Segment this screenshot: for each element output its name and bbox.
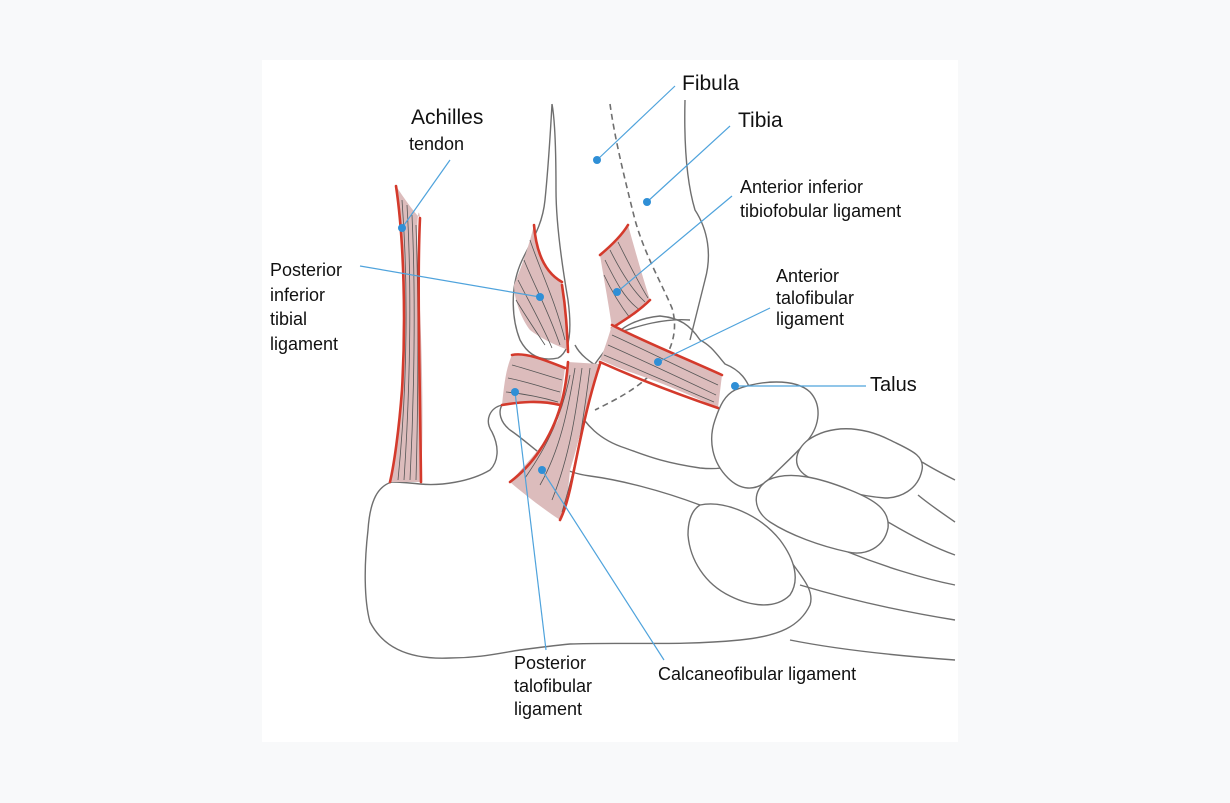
leader-atfl <box>657 307 771 363</box>
tibia-bone <box>684 99 710 341</box>
leader-aitf <box>616 195 733 293</box>
dot-achilles <box>398 224 406 232</box>
tibia-dashed-edge <box>594 103 676 411</box>
metatarsal-line-5 <box>799 584 956 621</box>
cuneiform-bone-2 <box>755 474 889 554</box>
dot-tibia <box>643 198 651 206</box>
leader-tibia <box>646 125 731 203</box>
leader-cfl <box>541 469 665 661</box>
label-tibia: Tibia <box>738 109 783 132</box>
leader-achilles <box>401 159 451 229</box>
label-anterior-talofibular-ligament: Anterior talofibular ligament <box>776 266 855 329</box>
label-achilles-line2: tendon <box>409 134 465 154</box>
label-posterior-talofibular-ligament: Posterior talofibular ligament <box>514 653 593 719</box>
leader-lines <box>359 85 866 661</box>
label-anterior-inferior-tibiofibular-ligament: Anterior inferior tibiofobular ligament <box>740 177 902 221</box>
calcaneofibular-ligament-shape <box>508 360 602 522</box>
metatarsal-line-4 <box>847 551 956 586</box>
label-talus: Talus <box>870 374 917 396</box>
achilles-tendon-shape <box>388 184 423 484</box>
leader-pitl <box>359 265 541 298</box>
leader-fibula <box>596 85 676 161</box>
dot-talus <box>731 382 739 390</box>
label-calcaneofibular-ligament: Calcaneofibular ligament <box>658 664 857 684</box>
dot-ptfl <box>511 388 519 396</box>
dot-fibula <box>593 156 601 164</box>
anterior-talofibular-ligament-shape <box>598 323 724 410</box>
metatarsal-line-1 <box>921 461 956 481</box>
label-fibula: Fibula <box>682 72 740 95</box>
dot-aitf <box>613 288 621 296</box>
label-posterior-inferior-tibial-ligament: Posterior inferior tibial ligament <box>270 260 343 354</box>
metatarsal-line-2 <box>917 494 956 523</box>
cuboid-bone <box>687 503 796 606</box>
label-achilles-line1: Achilles <box>411 106 484 129</box>
leader-ptfl <box>514 391 547 651</box>
posterior-inferior-tibial-ligament-shape <box>514 223 570 354</box>
dot-pitl <box>536 293 544 301</box>
dot-cfl <box>538 466 546 474</box>
metatarsal-line-6 <box>789 639 956 661</box>
dot-atfl <box>654 358 662 366</box>
metatarsal-line-3 <box>887 521 956 556</box>
posterior-talofibular-ligament-shape <box>500 353 567 407</box>
